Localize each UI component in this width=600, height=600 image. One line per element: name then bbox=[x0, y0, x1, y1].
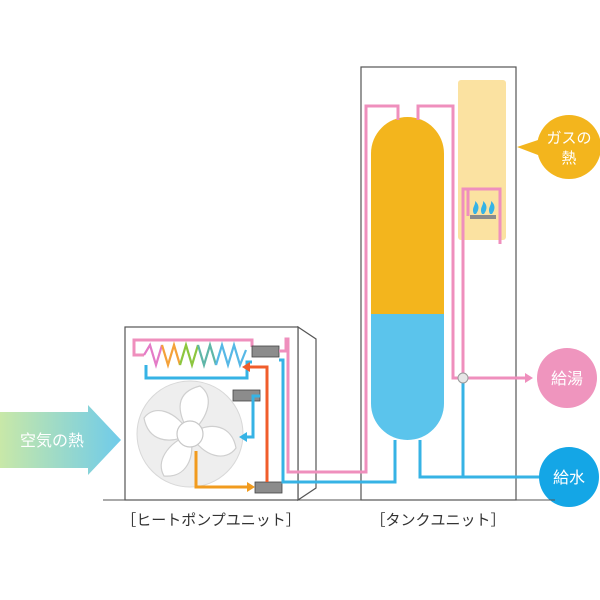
refrigerant-warm-line bbox=[194, 451, 248, 489]
gas-heat-label-line1: ガスの bbox=[546, 129, 591, 147]
heat-pump-side-panel bbox=[297, 325, 317, 502]
heat-exchanger-coil bbox=[143, 341, 248, 369]
cold-water-pipe-heatpump bbox=[279, 358, 397, 484]
mixing-valve bbox=[457, 372, 469, 384]
heat-exchanger-pink-pipe bbox=[132, 338, 254, 357]
water-supply-label: 給水 bbox=[553, 468, 585, 487]
refrigerant-blue-arrowhead bbox=[239, 432, 247, 442]
hot-water-tank bbox=[371, 117, 444, 440]
gas-heat-label-line2: 熱 bbox=[561, 149, 576, 167]
water-supply-badge: 給水 bbox=[539, 447, 599, 507]
fan-icon bbox=[136, 380, 244, 488]
burner-flame-icon bbox=[470, 201, 496, 219]
refrigerant-blue-line bbox=[245, 394, 260, 439]
heat-pump-unit-label: ［ヒートポンプユニット］ bbox=[121, 511, 301, 529]
refrigerant-hot-line bbox=[248, 365, 269, 482]
connecting-pipes bbox=[279, 104, 540, 484]
hot-water-label: 給湯 bbox=[551, 369, 583, 388]
hot-water-pipe-heatpump bbox=[279, 104, 400, 474]
heat-pump-unit bbox=[124, 325, 317, 502]
compressor-bottom bbox=[254, 481, 283, 494]
water-supply-pipe bbox=[418, 440, 540, 479]
air-heat-label: 空気の熱 bbox=[20, 431, 84, 450]
hot-water-pipe-burner bbox=[416, 104, 528, 380]
hot-water-badge: 給湯 bbox=[537, 348, 597, 408]
tank-unit-label: ［タンクユニット］ bbox=[370, 511, 505, 529]
refrigerant-warm-arrowhead bbox=[247, 482, 255, 492]
burner-loop-pipe bbox=[461, 187, 502, 378]
hot-water-arrowhead bbox=[525, 373, 533, 383]
compressor-top bbox=[251, 345, 280, 358]
air-heat-arrow: 空気の熱 bbox=[0, 405, 121, 475]
gas-heat-badge: ガスの 熱 bbox=[517, 115, 600, 179]
heat-exchanger-blue-pipe bbox=[144, 360, 252, 380]
refrigerant-hot-arrowhead bbox=[242, 362, 250, 372]
gas-burner-panel bbox=[458, 80, 506, 240]
tank-unit bbox=[360, 66, 517, 501]
